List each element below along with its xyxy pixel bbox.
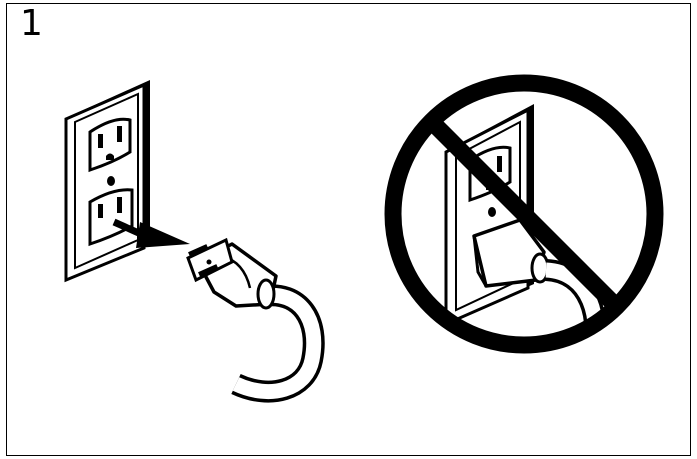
power-plug-icon bbox=[188, 240, 314, 392]
screw-icon bbox=[107, 176, 115, 186]
wall-outlet-left bbox=[66, 80, 150, 280]
prohibited-scene bbox=[393, 83, 655, 360]
